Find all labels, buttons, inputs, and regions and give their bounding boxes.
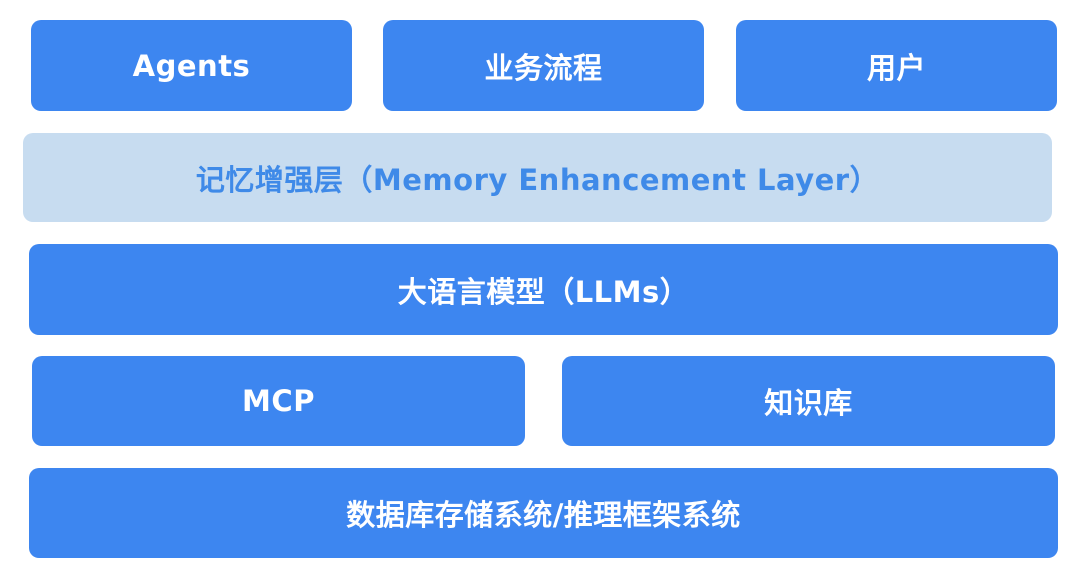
agents-label: Agents [132, 48, 251, 83]
llm-layer: 大语言模型（LLMs） [29, 244, 1058, 335]
agents-block: Agents [31, 20, 352, 111]
business-process-block: 业务流程 [383, 20, 704, 111]
mcp-label: MCP [242, 384, 315, 418]
users-block: 用户 [736, 20, 1057, 111]
storage-layer-label: 数据库存储系统/推理框架系统 [346, 498, 741, 532]
memory-enhancement-layer: 记忆增强层（Memory Enhancement Layer） [23, 133, 1052, 222]
llm-layer-label: 大语言模型（LLMs） [397, 274, 690, 309]
mcp-block: MCP [32, 356, 525, 446]
memory-layer-label: 记忆增强层（Memory Enhancement Layer） [195, 162, 880, 197]
storage-layer: 数据库存储系统/推理框架系统 [29, 468, 1058, 558]
knowledge-base-label: 知识库 [764, 386, 853, 420]
knowledge-base-block: 知识库 [562, 356, 1055, 446]
users-label: 用户 [866, 50, 926, 85]
business-process-label: 业务流程 [484, 50, 603, 85]
